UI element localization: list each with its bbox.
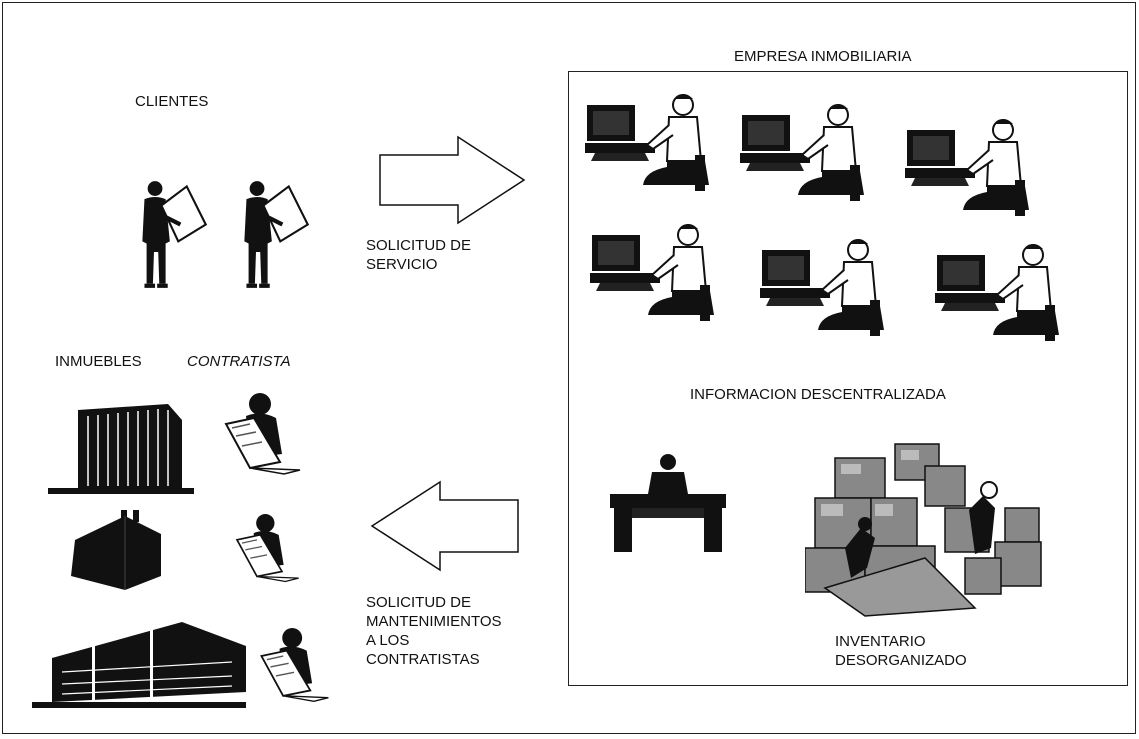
- contractor-2-icon: [236, 513, 300, 583]
- inventory-label: INVENTARIO DESORGANIZADO: [835, 633, 967, 669]
- contractor-3-icon: [260, 627, 330, 703]
- factory-building-icon: [32, 621, 247, 710]
- company-box: [568, 71, 1128, 686]
- clients-label: CLIENTES: [135, 93, 209, 110]
- contractor-1-icon: [225, 392, 301, 475]
- worker-3-icon: [905, 118, 1030, 217]
- house-icon: [70, 510, 162, 591]
- service-request-label: SOLICITUD DE SERVICIO: [366, 237, 472, 273]
- cluttered-boxes-icon: [805, 443, 1042, 617]
- left-arrow-icon: [370, 480, 519, 572]
- worker-1-icon: [585, 93, 710, 192]
- worker-2-icon: [740, 103, 865, 202]
- worker-6-icon: [935, 243, 1060, 342]
- contractor-label: CONTRATISTA: [187, 353, 291, 370]
- company-label: EMPRESA INMOBILIARIA: [734, 48, 912, 65]
- right-arrow-icon: [379, 135, 526, 225]
- client-1-icon: [128, 178, 218, 290]
- decentralized-info-label: INFORMACION DESCENTRALIZADA: [690, 386, 946, 403]
- manager-at-desk-icon: [610, 454, 726, 552]
- maintenance-request-label: SOLICITUD DE MANTENIMIENTOS A LOS CONTRA…: [366, 594, 502, 668]
- worker-5-icon: [760, 238, 885, 337]
- properties-label: INMUEBLES: [55, 353, 142, 370]
- client-2-icon: [230, 178, 320, 290]
- worker-4-icon: [590, 223, 715, 322]
- office-building-icon: [48, 403, 195, 495]
